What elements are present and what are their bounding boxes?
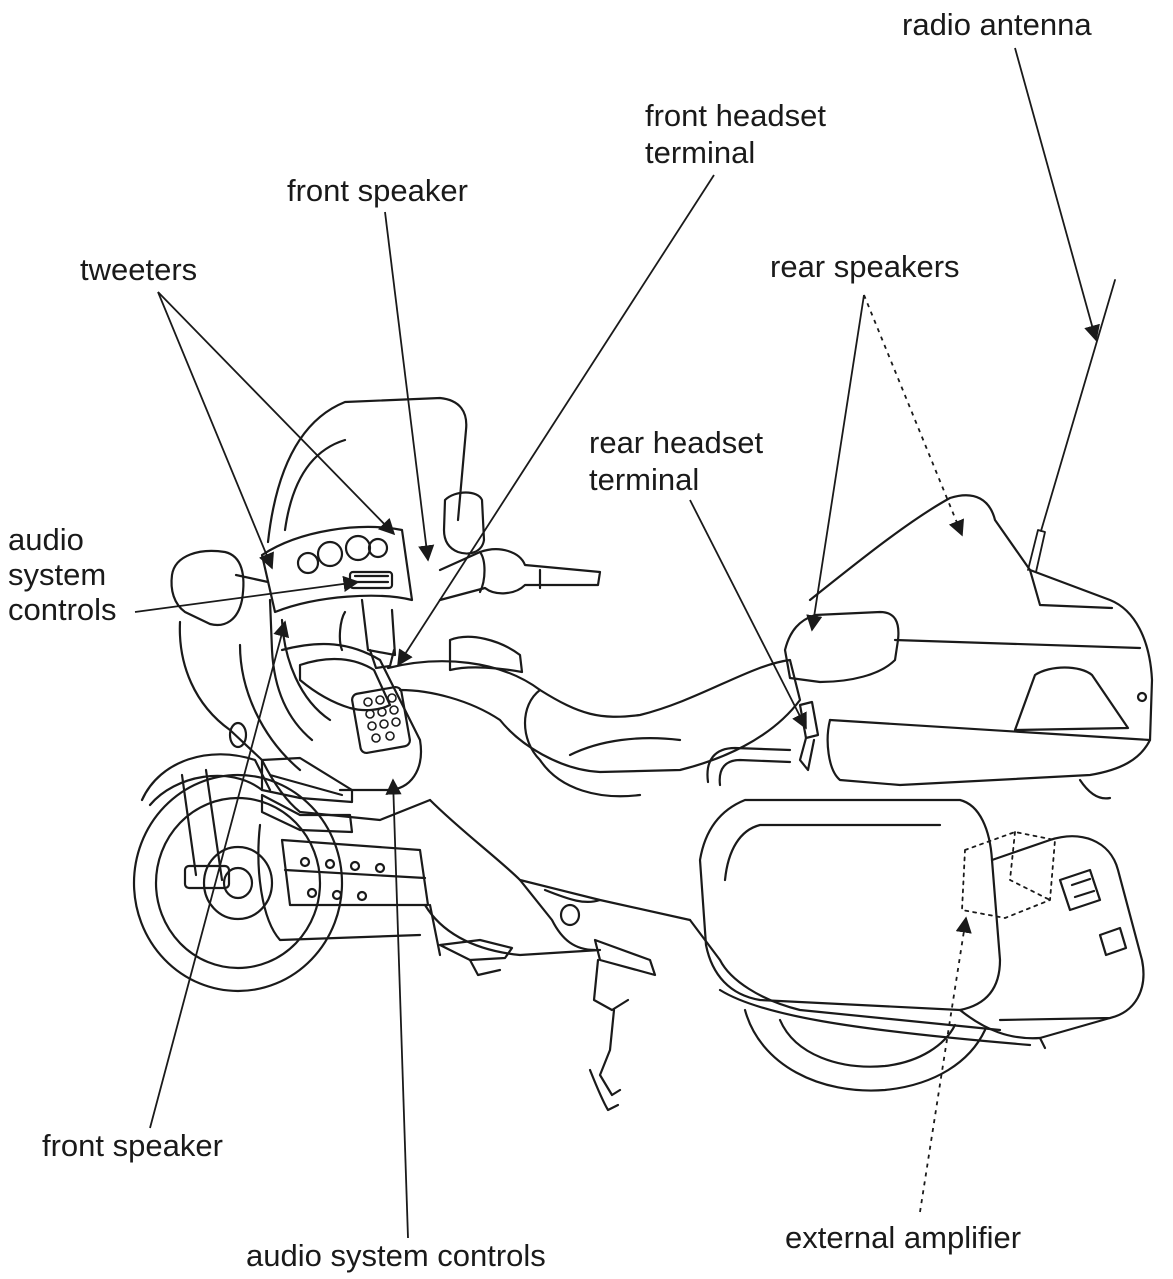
- label-audio-system-controls-bottom: audio system controls: [246, 1238, 546, 1273]
- saddlebag: [698, 798, 1145, 1050]
- leader-rear-speaker-dotted: [863, 294, 964, 537]
- leader-tweeter-left: [157, 291, 274, 570]
- leader-audio-controls-bottom: [385, 778, 409, 1239]
- lower-body: [423, 798, 1032, 1112]
- leader-lines: [134, 47, 1100, 1239]
- leader-tweeter-right: [157, 291, 396, 536]
- grab-rail: [706, 746, 792, 787]
- tank-panel: [280, 642, 423, 792]
- leader-front-speaker-top: [384, 211, 435, 562]
- right-mirror: [442, 491, 486, 555]
- label-front-speaker-bottom: front speaker: [42, 1128, 223, 1163]
- label-front-headset-terminal: front headset terminal: [645, 98, 826, 170]
- rear-headset-terminal: [798, 700, 820, 772]
- leader-rear-headset-terminal: [689, 499, 807, 730]
- leader-radio-antenna: [1014, 47, 1100, 342]
- rear-wheel: [743, 1008, 987, 1092]
- leader-rear-speaker-solid: [806, 294, 865, 632]
- leader-front-headset-terminal: [397, 174, 715, 667]
- leader-external-amplifier: [919, 916, 972, 1213]
- front-headset-stem: [338, 598, 397, 670]
- seat: [386, 635, 802, 798]
- external-amplifier-outline: [961, 831, 1056, 919]
- leader-audio-controls-left: [134, 575, 360, 613]
- right-handlebar: [438, 548, 602, 602]
- label-front-speaker-top: front speaker: [287, 173, 468, 208]
- label-rear-speakers: rear speakers: [770, 249, 960, 284]
- top-case: [783, 494, 1154, 800]
- antenna: [1027, 279, 1116, 573]
- windshield: [266, 396, 468, 544]
- engine: [257, 756, 430, 942]
- instrument-cluster: [260, 525, 414, 614]
- label-tweeters: tweeters: [80, 252, 198, 287]
- left-mirror: [170, 549, 270, 627]
- label-external-amplifier: external amplifier: [785, 1220, 1022, 1255]
- label-audio-system-controls-left: audio system controls: [8, 522, 117, 627]
- label-rear-headset-terminal: rear headset terminal: [589, 425, 764, 497]
- front-wheel: [132, 773, 344, 993]
- label-radio-antenna: radio antenna: [902, 7, 1092, 42]
- leader-front-speaker-bottom: [149, 620, 290, 1129]
